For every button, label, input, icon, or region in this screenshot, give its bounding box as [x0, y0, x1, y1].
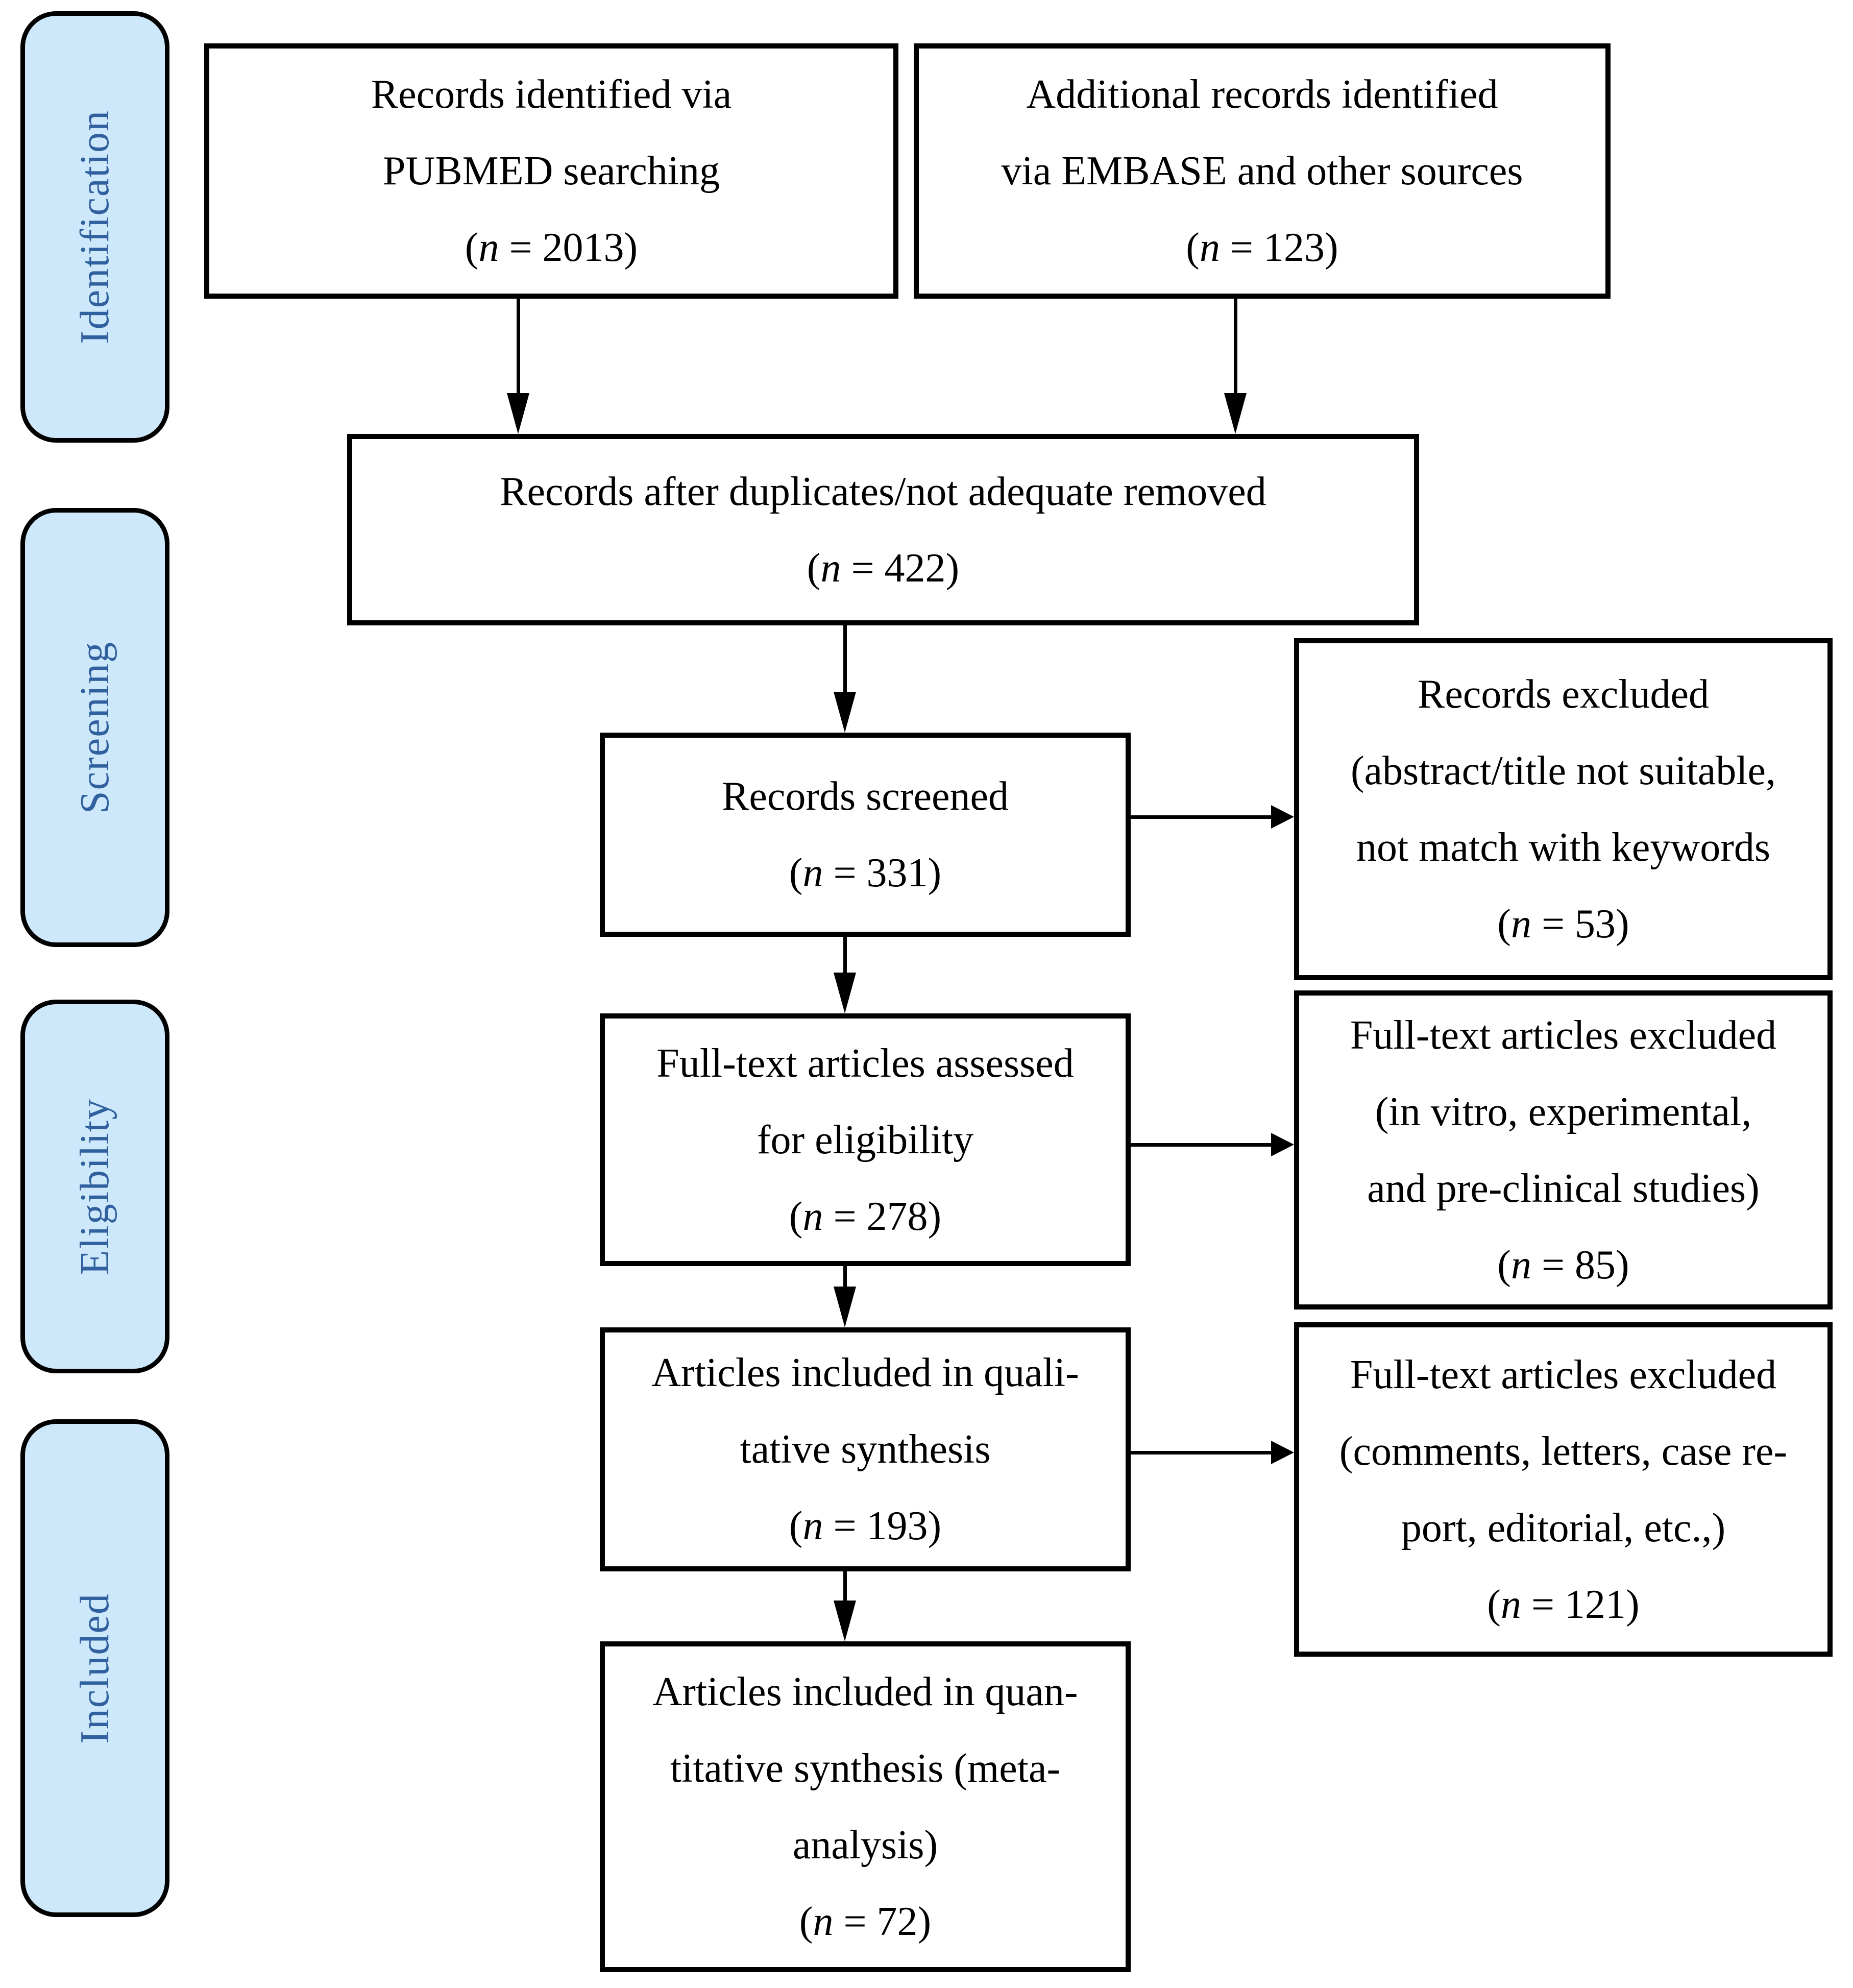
box-fulltext-assessed: Full-text articles assessed for eligibili…: [600, 1013, 1131, 1266]
box-records-screened: Records screened (n = 331): [600, 733, 1131, 937]
box-text-line: Records screened: [722, 774, 1009, 819]
box-text-line: Additional records identified: [1026, 72, 1498, 117]
stage-label: Screening: [72, 641, 117, 814]
box-text-line: analysis): [792, 1823, 938, 1868]
arrow-embase-to-duplicates: [1224, 299, 1247, 434]
box-text-line: PUBMED searching: [383, 149, 720, 193]
box-quantitative-synthesis: Articles included in quan-titative synth…: [600, 1641, 1131, 1972]
stage-included: Included: [20, 1419, 169, 1917]
box-text-line: port, editorial, etc.,): [1401, 1505, 1726, 1550]
box-text-line: Articles included in quali-: [651, 1350, 1079, 1395]
arrow-duplicates-to-screened: [834, 625, 856, 733]
box-qualitative-synthesis: Articles included in quali-tative synthe…: [600, 1327, 1131, 1571]
arrow-screened-to-assessed: [834, 937, 856, 1013]
box-text-line: Records after duplicates/not adequate re…: [500, 469, 1266, 514]
box-n-count: (n = 85): [1497, 1242, 1629, 1288]
box-text-line: via EMBASE and other sources: [1001, 149, 1523, 193]
stage-eligibility: Eligibility: [20, 1000, 169, 1373]
box-text-line: (in vitro, experimental,: [1375, 1089, 1752, 1134]
stage-label: Identification: [72, 110, 117, 344]
arrow-pubmed-to-duplicates: [507, 299, 529, 434]
box-fulltext-excluded-preclinical: Full-text articles excluded (in vitro, ex…: [1294, 990, 1833, 1310]
box-text-line: Full-text articles excluded: [1350, 1012, 1777, 1058]
box-n-count: (n = 422): [807, 545, 960, 591]
box-n-count: (n = 72): [799, 1899, 932, 1944]
box-text-line: Full-text articles assessed: [656, 1040, 1074, 1086]
arrow-assessed-to-qualitative: [834, 1266, 856, 1327]
arrow-qualitative-to-quantitative: [834, 1571, 856, 1641]
box-records-excluded: Records excluded (abstract/title not suit…: [1294, 638, 1833, 980]
box-n-count: (n = 53): [1497, 902, 1629, 947]
box-n-count: (n = 123): [1186, 225, 1338, 270]
arrow-screened-to-excluded: [1131, 805, 1294, 829]
box-n-count: (n = 331): [789, 851, 942, 895]
arrow-qualitative-to-excluded: [1131, 1441, 1294, 1464]
box-records-identified-embase: Additional records identified via EMBASE …: [914, 43, 1611, 299]
box-n-count: (n = 278): [789, 1194, 942, 1239]
box-fulltext-excluded-comments: Full-text articles excluded (comments, le…: [1294, 1322, 1833, 1657]
box-text-line: and pre-clinical studies): [1367, 1166, 1760, 1211]
arrow-assessed-to-excluded: [1131, 1133, 1294, 1156]
stage-screening: Screening: [20, 508, 169, 947]
stage-identification: Identification: [20, 11, 169, 443]
box-text-line: titative synthesis (meta-: [670, 1746, 1061, 1791]
box-text-line: not match with keywords: [1356, 825, 1770, 870]
box-text-line: Full-text articles excluded: [1350, 1352, 1777, 1397]
box-text-line: Records identified via: [371, 72, 732, 117]
box-text-line: (comments, letters, case re-: [1339, 1428, 1788, 1474]
box-text-line: Articles included in quan-: [652, 1669, 1078, 1714]
box-text-line: for eligibility: [757, 1117, 974, 1162]
box-text-line: tative synthesis: [740, 1427, 991, 1472]
stage-label: Eligibility: [72, 1098, 117, 1275]
box-n-count: (n = 121): [1487, 1582, 1640, 1627]
box-n-count: (n = 2013): [465, 225, 638, 270]
box-n-count: (n = 193): [789, 1504, 942, 1548]
box-records-after-duplicates: Records after duplicates/not adequate re…: [347, 434, 1419, 625]
box-text-line: Records excluded: [1418, 672, 1709, 717]
stage-label: Included: [72, 1592, 117, 1744]
box-text-line: (abstract/title not suitable,: [1350, 748, 1776, 793]
